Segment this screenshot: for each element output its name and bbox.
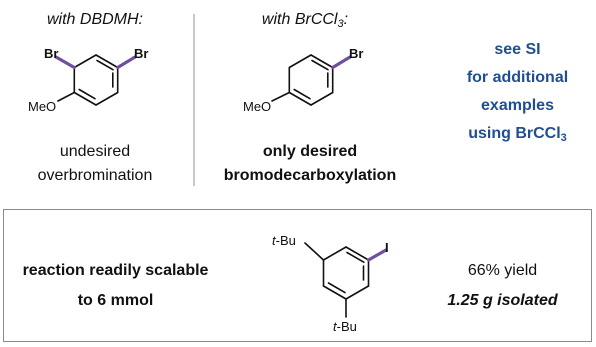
middle-caption-line2: bromodecarboxylation (223, 167, 397, 184)
see-si-line1: see SI (494, 41, 541, 58)
atom-meo-middle: MeO (243, 99, 271, 114)
see-si-line4: using BrCCl3 (468, 125, 567, 144)
scale-up-line2: to 6 mmol (77, 292, 154, 309)
scale-up-box (3, 209, 592, 342)
isolated-mass: 1.25 g isolated (447, 292, 558, 309)
atom-tbu-top: t-Bu (272, 233, 296, 248)
panel-divider (193, 14, 195, 186)
see-si-line2: for additional (466, 69, 569, 86)
atom-br-middle: Br (349, 46, 363, 61)
middle-heading: with BrCCl3: (261, 11, 349, 30)
atom-tbu-bottom: t-Bu (333, 319, 357, 334)
see-si-line3: examples (481, 97, 554, 114)
left-caption-line1: undesired (59, 143, 131, 160)
left-heading: with DBDMH: (46, 11, 143, 28)
middle-caption-line1: only desired (262, 143, 358, 160)
yield-info: 66% yield 1.25 g isolated (415, 256, 590, 316)
atom-br-right: Br (134, 46, 148, 61)
scale-up-text: reaction readily scalable to 6 mmol (3, 256, 228, 316)
see-si-note: see SI for additional examples using BrC… (440, 36, 595, 152)
yield-value: 66% yield (467, 262, 538, 279)
left-caption-line2: overbromination (37, 167, 153, 184)
left-caption: undesired overbromination (20, 140, 170, 188)
atom-iodine: I (385, 240, 389, 255)
atom-meo-left: MeO (28, 99, 56, 114)
scale-up-line1: reaction readily scalable (22, 262, 209, 279)
atom-br-left: Br (44, 46, 58, 61)
middle-caption: only desired bromodecarboxylation (205, 140, 415, 188)
